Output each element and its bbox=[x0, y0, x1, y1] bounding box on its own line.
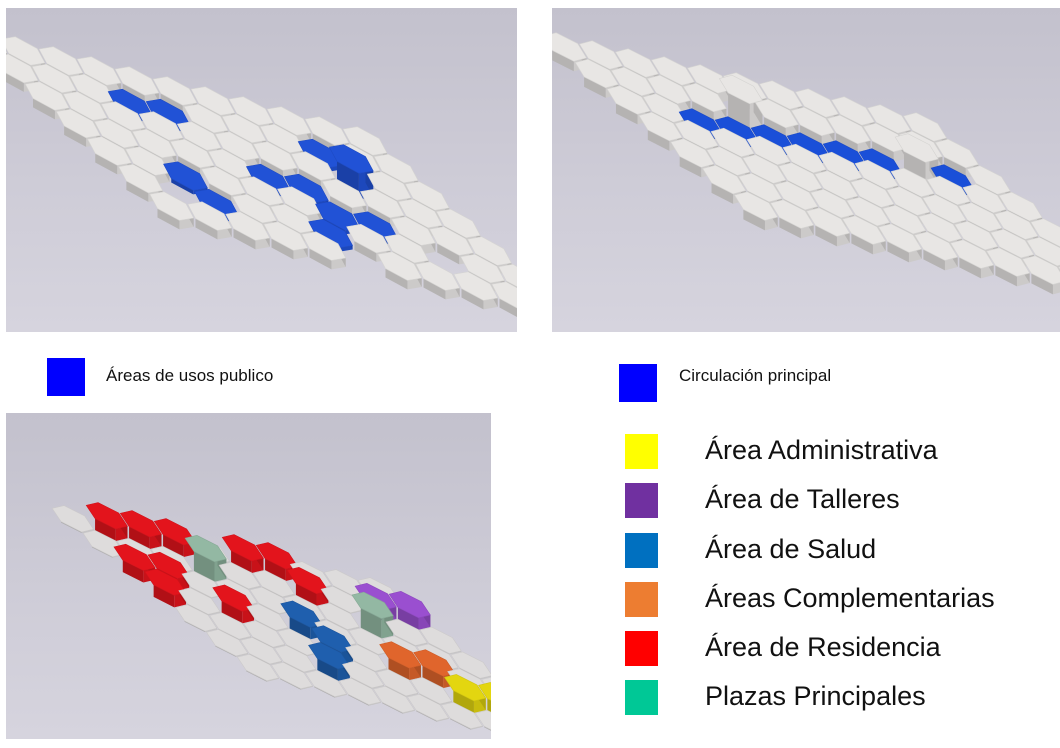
render-zoning-areas bbox=[6, 413, 491, 739]
white-hex bbox=[301, 231, 347, 270]
legend-swatch bbox=[625, 434, 658, 469]
ground-hex bbox=[206, 629, 249, 657]
legend-item-health: Área de Salud bbox=[625, 529, 1060, 578]
legend-label: Área Administrativa bbox=[705, 435, 938, 465]
white-hex bbox=[225, 211, 271, 250]
ground-hex bbox=[372, 685, 416, 714]
public-use-swatch bbox=[47, 358, 85, 396]
zone-hex bbox=[119, 510, 162, 549]
legend-item-admin: Área Administrativa bbox=[625, 430, 1060, 479]
white-hex bbox=[415, 261, 461, 300]
legend-item-workshops: Área de Talleres bbox=[625, 479, 1060, 528]
ground-hex bbox=[338, 677, 382, 706]
ground-hex bbox=[440, 701, 484, 730]
white-hex bbox=[149, 191, 195, 230]
legend-label: Área de Salud bbox=[705, 533, 877, 564]
legend-label: Área de Talleres bbox=[705, 484, 900, 515]
ground-hex bbox=[246, 603, 289, 632]
render-main-circulation bbox=[552, 8, 1060, 332]
public-use-caption: Áreas de usos publico bbox=[106, 366, 274, 385]
circulation-swatch bbox=[619, 364, 657, 402]
zone-hex bbox=[478, 682, 491, 713]
legend-swatch bbox=[625, 581, 658, 617]
render-public-use-areas bbox=[6, 8, 517, 332]
ground-hex bbox=[474, 709, 491, 731]
legend-label: Área de Residencia bbox=[705, 632, 941, 663]
ground-hex bbox=[304, 669, 348, 698]
white-hex bbox=[453, 271, 499, 310]
white-hex bbox=[878, 223, 923, 263]
white-hex bbox=[770, 199, 815, 239]
legend-item-plazas: Plazas Principales bbox=[625, 676, 1060, 725]
white-hex bbox=[950, 239, 995, 279]
white-hex bbox=[1022, 255, 1060, 295]
white-hex bbox=[986, 247, 1031, 287]
legend-swatch bbox=[625, 532, 658, 568]
ground-hex bbox=[51, 505, 94, 533]
zoning-legend: Área Administrativa Área de Talleres Áre… bbox=[625, 430, 1060, 726]
white-hex bbox=[754, 98, 799, 138]
ground-hex bbox=[175, 604, 218, 633]
zone-hex bbox=[85, 502, 128, 541]
legend-label: Plazas Principales bbox=[705, 681, 926, 712]
legend-label: Áreas Complementarias bbox=[705, 582, 995, 613]
zone-hex bbox=[379, 641, 422, 681]
white-hex bbox=[574, 58, 619, 98]
public-use-hex bbox=[163, 161, 208, 195]
white-hex bbox=[734, 191, 779, 231]
zone-hex bbox=[212, 584, 255, 624]
ground-hex bbox=[317, 602, 360, 631]
ground-hex bbox=[236, 653, 280, 682]
white-hex bbox=[491, 281, 517, 317]
legend-swatch bbox=[625, 680, 658, 716]
legend-item-residence: Área de Residencia bbox=[625, 627, 1060, 676]
zone-hex bbox=[388, 591, 431, 630]
zone-hex bbox=[444, 674, 487, 713]
white-hex bbox=[187, 201, 233, 240]
white-hex bbox=[842, 215, 887, 255]
white-hex bbox=[914, 231, 959, 271]
white-hex bbox=[806, 207, 851, 247]
legend-swatch bbox=[625, 483, 658, 519]
circulation-caption: Circulación principal bbox=[679, 366, 832, 385]
white-hex bbox=[263, 221, 309, 260]
white-hex bbox=[377, 251, 423, 290]
legend-item-complementary: Áreas Complementarias bbox=[625, 578, 1060, 627]
white-hex bbox=[682, 82, 727, 122]
ground-hex bbox=[270, 661, 314, 690]
ground-hex bbox=[406, 693, 450, 722]
zone-hex bbox=[221, 534, 264, 573]
legend-swatch bbox=[625, 631, 658, 667]
